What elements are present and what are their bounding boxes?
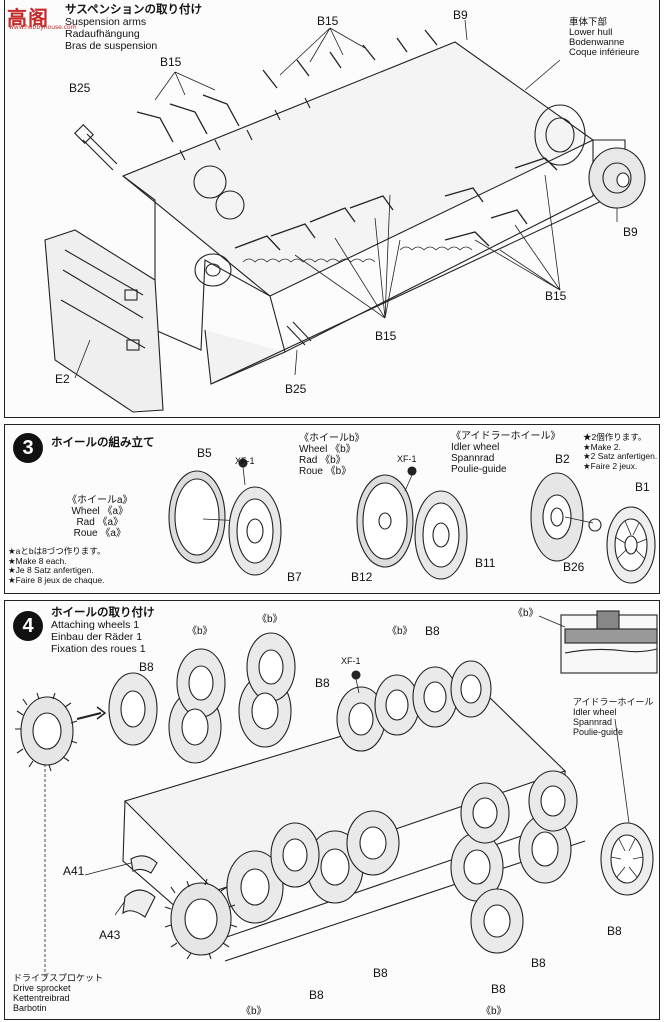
wheel-assembly-panel: 3 ホイールの組み立て 《ホイールa》 Wheel 《a》 Rad 《a》 Ro… [4, 424, 660, 594]
label-b25-bottom: B25 [285, 382, 307, 396]
idler-wheel-callout: アイドラーホイール Idler wheel Spannrad Poulie-gu… [573, 697, 654, 737]
label-b15-top: B15 [317, 14, 339, 28]
label-b8-7: B8 [491, 982, 506, 996]
label-b15-left: B15 [160, 55, 182, 69]
make-2-note: ★2個作ります。 ★Make 2. ★2 Satz anfertigen. ★F… [583, 432, 658, 471]
lower-hull-label: 車体下部 Lower hull Bodenwanne Coque inférie… [569, 17, 640, 58]
label-b25-left: B25 [69, 81, 91, 95]
label-a43: A43 [99, 928, 121, 942]
label-e2: E2 [55, 372, 70, 386]
label-b9-right: B9 [623, 225, 638, 239]
label-b1: B1 [635, 480, 650, 494]
make-8-note: ★aとbは8づつ作ります。 ★Make 8 each. ★Je 8 Satz a… [8, 546, 106, 585]
label-b7: B7 [287, 570, 302, 584]
wheel-b-label: 《ホイールb》 Wheel 《b》 Rad 《b》 Roue 《b》 [299, 433, 365, 477]
label-b15-bottom: B15 [375, 329, 397, 343]
suspension-arms-panel: 高阁 www.hobbyhouse.com サスペンションの取り付け Suspe… [4, 0, 660, 418]
label-b-4: 《b》 [241, 1006, 267, 1017]
label-b8-6: B8 [531, 956, 546, 970]
suspension-title: サスペンションの取り付け Suspension arms Radaufhängu… [65, 4, 202, 52]
label-b5: B5 [197, 446, 212, 460]
label-b8-4: B8 [607, 924, 622, 938]
suspension-arms-drawing [44, 19, 646, 413]
watermark-glyphs: 高阁 [7, 6, 49, 30]
step-badge-3: 3 [13, 433, 43, 463]
label-b8-1: B8 [425, 624, 440, 638]
label-b8-3: B8 [315, 676, 330, 690]
drive-sprocket-callout: ドライブスプロケット Drive sprocket Kettentreibrad… [13, 973, 104, 1013]
label-b11: B11 [475, 556, 496, 570]
label-a41: A41 [63, 864, 85, 878]
label-b-5: 《b》 [481, 1006, 507, 1017]
watermark-logo: 高阁 www.hobbyhouse.com [7, 2, 77, 32]
wheel-a-label: 《ホイールa》 Wheel 《a》 Rad 《a》 Roue 《a》 [67, 495, 133, 539]
label-b-detail: 《b》 [513, 608, 539, 619]
label-xf1-a: XF-1 [235, 456, 255, 466]
label-b8-5: B8 [373, 966, 388, 980]
attaching-wheels-panel: 4 ホイールの取り付け Attaching wheels 1 Einbau de… [4, 600, 660, 1020]
label-b12: B12 [351, 570, 373, 584]
label-b15-right: B15 [545, 289, 567, 303]
wheel-assembly-title: ホイールの組み立て [51, 437, 155, 449]
label-xf1-b: XF-1 [397, 454, 417, 464]
label-b8-8: B8 [309, 988, 324, 1002]
watermark-url: www.hobbyhouse.com [9, 24, 77, 31]
label-b-3: 《b》 [387, 626, 413, 637]
wheel-assembly-drawing [168, 458, 656, 584]
attaching-wheels-drawing [15, 610, 658, 977]
label-b8-2: B8 [139, 660, 154, 674]
label-b26: B26 [563, 560, 585, 574]
label-b-2: 《b》 [257, 614, 283, 625]
idler-wheel-label: 《アイドラーホイール》 Idler wheel Spannrad Poulie-… [451, 431, 561, 475]
label-b2: B2 [555, 452, 570, 466]
label-b-1: 《b》 [187, 626, 213, 637]
label-b9-top: B9 [453, 8, 468, 22]
step-badge-4: 4 [13, 611, 43, 641]
label-xf1: XF-1 [341, 656, 361, 666]
attaching-wheels-title: ホイールの取り付け Attaching wheels 1 Einbau der … [51, 607, 155, 655]
